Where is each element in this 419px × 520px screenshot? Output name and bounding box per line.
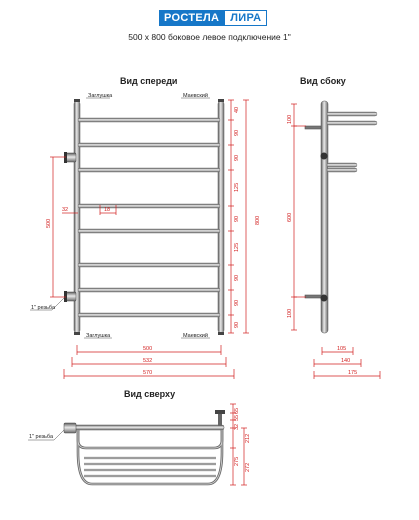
top-dim-275: 275 [234, 457, 240, 466]
dim-width-500: 500 [143, 346, 152, 352]
side-dim-140: 140 [341, 358, 350, 364]
plug-bottom-label: Заглушка [86, 333, 111, 339]
top-dim-212: 212 [245, 434, 251, 443]
side-dim-middle: 600 [287, 213, 293, 222]
side-dim-bottom: 100 [287, 309, 293, 318]
thread-label-top: 1" резьба [29, 434, 54, 440]
dim-spacing-9: 90 [234, 322, 240, 328]
dim-width-570: 570 [143, 370, 152, 376]
right-collector [217, 100, 225, 334]
subtitle: 500 x 800 боковое левое подключение 1" [128, 32, 291, 42]
side-dim-175: 175 [348, 370, 357, 376]
side-dim-105: 105 [337, 346, 346, 352]
mayevsky-top-label: Маевский [183, 92, 208, 99]
dim-height-total: 800 [255, 216, 261, 225]
mayevsky-bottom-label: Маевский [183, 332, 208, 339]
side-valve-top [320, 152, 328, 160]
dim-tube: 18 [104, 207, 110, 213]
brand-part1: РОСТЕЛА [159, 10, 225, 26]
side-valve-bottom [320, 294, 328, 302]
dim-connection: 500 [46, 219, 52, 228]
top-dim-32: 32 [234, 424, 240, 430]
side-dim-top: 100 [287, 115, 293, 124]
top-dim-55: 55 [234, 415, 240, 421]
dim-spacing-2: 90 [234, 130, 240, 136]
top-view-title: Вид сверху [124, 389, 176, 399]
dim-spacing-5: 90 [234, 216, 240, 222]
side-view-title: Вид сбоку [300, 76, 346, 86]
top-dim-272: 272 [245, 463, 251, 472]
dim-spacing-8: 90 [234, 300, 240, 306]
dim-spacing-1: 40 [234, 107, 240, 113]
dim-offset: 32 [62, 207, 68, 213]
plug-top-label: Заглушка [88, 93, 113, 99]
top-view: 1" резьба [28, 403, 251, 486]
front-view-title: Вид спереди [120, 76, 178, 86]
side-shelf [326, 111, 378, 173]
top-dim-65: 65 [234, 408, 240, 414]
brand-logo: РОСТЕЛА ЛИРА [159, 10, 268, 26]
brand-part2: ЛИРА [224, 10, 268, 26]
front-view: Заглушка Маевский Заглушка Маевский 1" р… [30, 92, 261, 379]
spacing-ticks [228, 99, 234, 334]
dim-width-532: 532 [143, 358, 152, 364]
dim-spacing-4: 125 [234, 183, 240, 192]
dim-spacing-7: 90 [234, 275, 240, 281]
rungs [77, 117, 221, 318]
thread-label-front: 1" резьба [31, 305, 56, 311]
dim-spacing-6: 125 [234, 243, 240, 252]
top-shelf-rails [84, 456, 216, 478]
side-view: 100 600 100 105 140 175 [287, 100, 381, 379]
dim-spacing-3: 90 [234, 155, 240, 161]
